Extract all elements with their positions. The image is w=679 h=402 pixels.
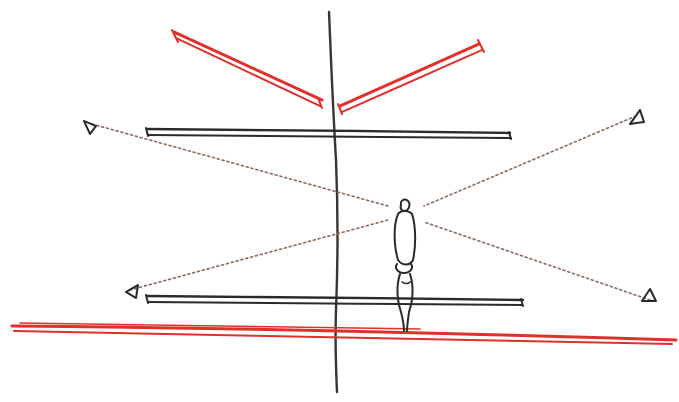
lower-floor-slab xyxy=(146,295,523,306)
viewer-eye-icon xyxy=(84,121,96,134)
viewer-eye-icon xyxy=(630,110,644,124)
viewer-eye-icon xyxy=(126,285,138,298)
roof-plane-right xyxy=(338,40,484,114)
sightline-upper-right xyxy=(424,116,636,206)
upper-floor-slab xyxy=(146,128,511,139)
sightline-lower-right xyxy=(424,222,650,300)
roof-plane-left xyxy=(172,30,322,108)
vertical-axis-line xyxy=(329,12,338,392)
ground-line xyxy=(12,323,676,344)
sightline-lower-left xyxy=(130,220,388,290)
standing-figure-icon xyxy=(395,200,416,331)
